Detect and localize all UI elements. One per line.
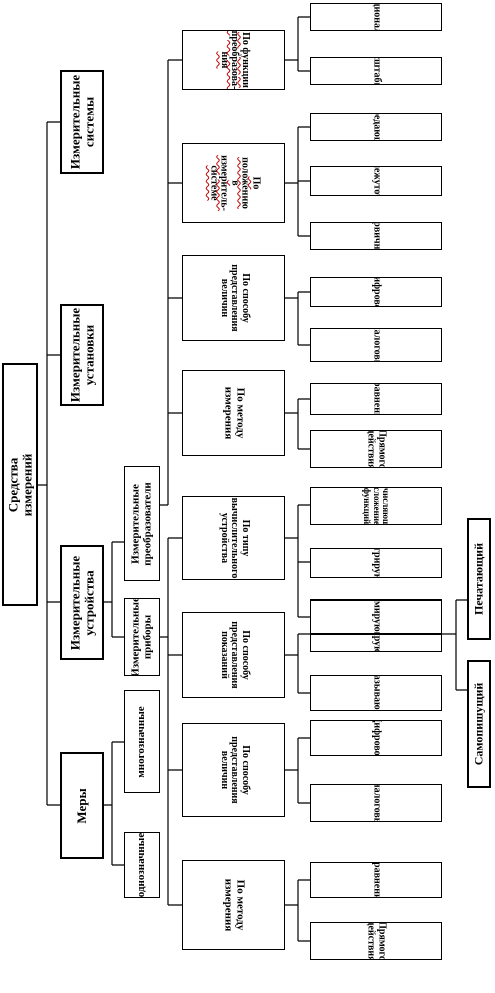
group-trans-function: По функции преобразова- ния [182,30,285,90]
group-instr-reading-repr: По способу представления показаний [182,612,285,698]
leaf-instr-digital: Цифровой [310,720,442,756]
group-trans-function-label: По функции преобразова- ния [218,30,251,90]
root-label: Средства измерений [5,453,34,516]
leaf-instr-computing-func-label: Вычисляющий сложение функций [362,487,392,525]
leaf-instr-comparison: Сравнения [310,862,442,898]
leaf-trans-transmitting: Передающий [310,113,442,141]
node-single-valued: однозначные [124,832,160,898]
node-devices-label: Измерительные устройства [67,555,96,650]
leaf-trans-comparison: Сравнения [310,383,442,415]
group-instr-computing-label: По типу вычислительного устройства [218,497,251,579]
leaf-trans-intermediate-label: Промежуточный [371,167,382,195]
group-instr-computing: По типу вычислительного устройства [182,496,285,580]
leaf-trans-digital-label: Цифровой [371,277,383,307]
group-trans-method: По методу измерения [182,370,285,456]
node-systems-label: Измерительные системы [67,74,96,170]
node-measures: Меры [60,752,104,859]
leaf-trans-functional: Функциональный [310,3,442,31]
leaf-trans-scale-label: Масштабный [371,58,382,84]
node-single-valued-label: однозначные [135,832,148,898]
group-trans-position: По положению в измеритель- системе [182,143,285,223]
group-trans-position-label: По положению в измеритель- системе [207,155,261,211]
group-instr-reading-repr-label: По способу представления показаний [218,621,251,689]
group-instr-value-repr-label: По способу представления величин [218,736,251,804]
leaf-trans-analog: Аналоговый [310,328,442,362]
leaf-trans-primary-label: Первичный [371,222,383,250]
node-installations-label: Измерительные установки [67,307,96,403]
group-trans-method-label: По методу измерения [222,386,247,440]
leaf-trans-intermediate: Промежуточный [310,166,442,196]
leaf-instr-direct: Прямого действия [310,922,442,960]
group-trans-value-repr: По способу представления величин [182,255,285,341]
node-multi-valued: многозначные [124,690,160,793]
node-transducers-label: Измерительные преобразователи [129,481,153,566]
leaf-instr-direct-label: Прямого действия [366,922,388,960]
node-self-recording: Самопишущий [467,660,491,788]
leaf-trans-transmitting-label: Передающий [371,114,382,140]
leaf-instr-computing-func: Вычисляющий сложение функций [310,487,442,525]
leaf-instr-analog-label: Аналоговый [371,784,383,822]
group-instr-value-repr: По способу представления величин [182,723,285,817]
leaf-trans-direct: Прямого действия [310,430,442,468]
node-installations: Измерительные установки [60,304,104,406]
leaf-trans-functional-label: Функциональный [371,4,382,30]
group-instr-method: По методу измерения [182,860,285,950]
leaf-instr-integrating-label: Интегрирующий [371,549,382,577]
node-systems: Измерительные системы [60,70,104,174]
leaf-instr-indicating: Показывающий [310,675,442,711]
leaf-instr-summing-label: Суммирующий [371,601,382,633]
node-self-recording-label: Самопишущий [471,682,486,766]
leaf-trans-digital: Цифровой [310,277,442,307]
node-measures-label: Меры [74,787,90,824]
leaf-trans-comparison-label: Сравнения [371,383,383,415]
node-printing: Печатающий [467,518,491,640]
node-instruments-label: Измерительные приборы [129,598,153,676]
node-printing-label: Печатающий [471,543,486,615]
node-devices: Измерительные устройства [60,545,104,660]
leaf-trans-primary: Первичный [310,222,442,250]
node-instruments: Измерительные приборы [124,598,160,676]
leaf-instr-analog: Аналоговый [310,784,442,822]
leaf-trans-analog-label: Аналоговый [371,328,383,362]
leaf-instr-summing-box: Суммирующий [310,600,442,634]
group-instr-method-label: По методу измерения [222,878,247,932]
node-multi-valued-label: многозначные [135,705,148,778]
node-transducers: Измерительные преобразователи [124,466,160,581]
root-node: Средства измерений [2,363,38,606]
leaf-instr-comparison-label: Сравнения [371,862,383,898]
leaf-instr-digital-label: Цифровой [371,720,383,756]
leaf-trans-direct-label: Прямого действия [366,430,388,468]
leaf-instr-integrating: Интегрирующий [310,548,442,578]
leaf-trans-scale: Масштабный [310,57,442,85]
leaf-instr-indicating-label: Показывающий [371,676,382,710]
group-trans-value-repr-label: По способу представления величин [218,264,251,332]
